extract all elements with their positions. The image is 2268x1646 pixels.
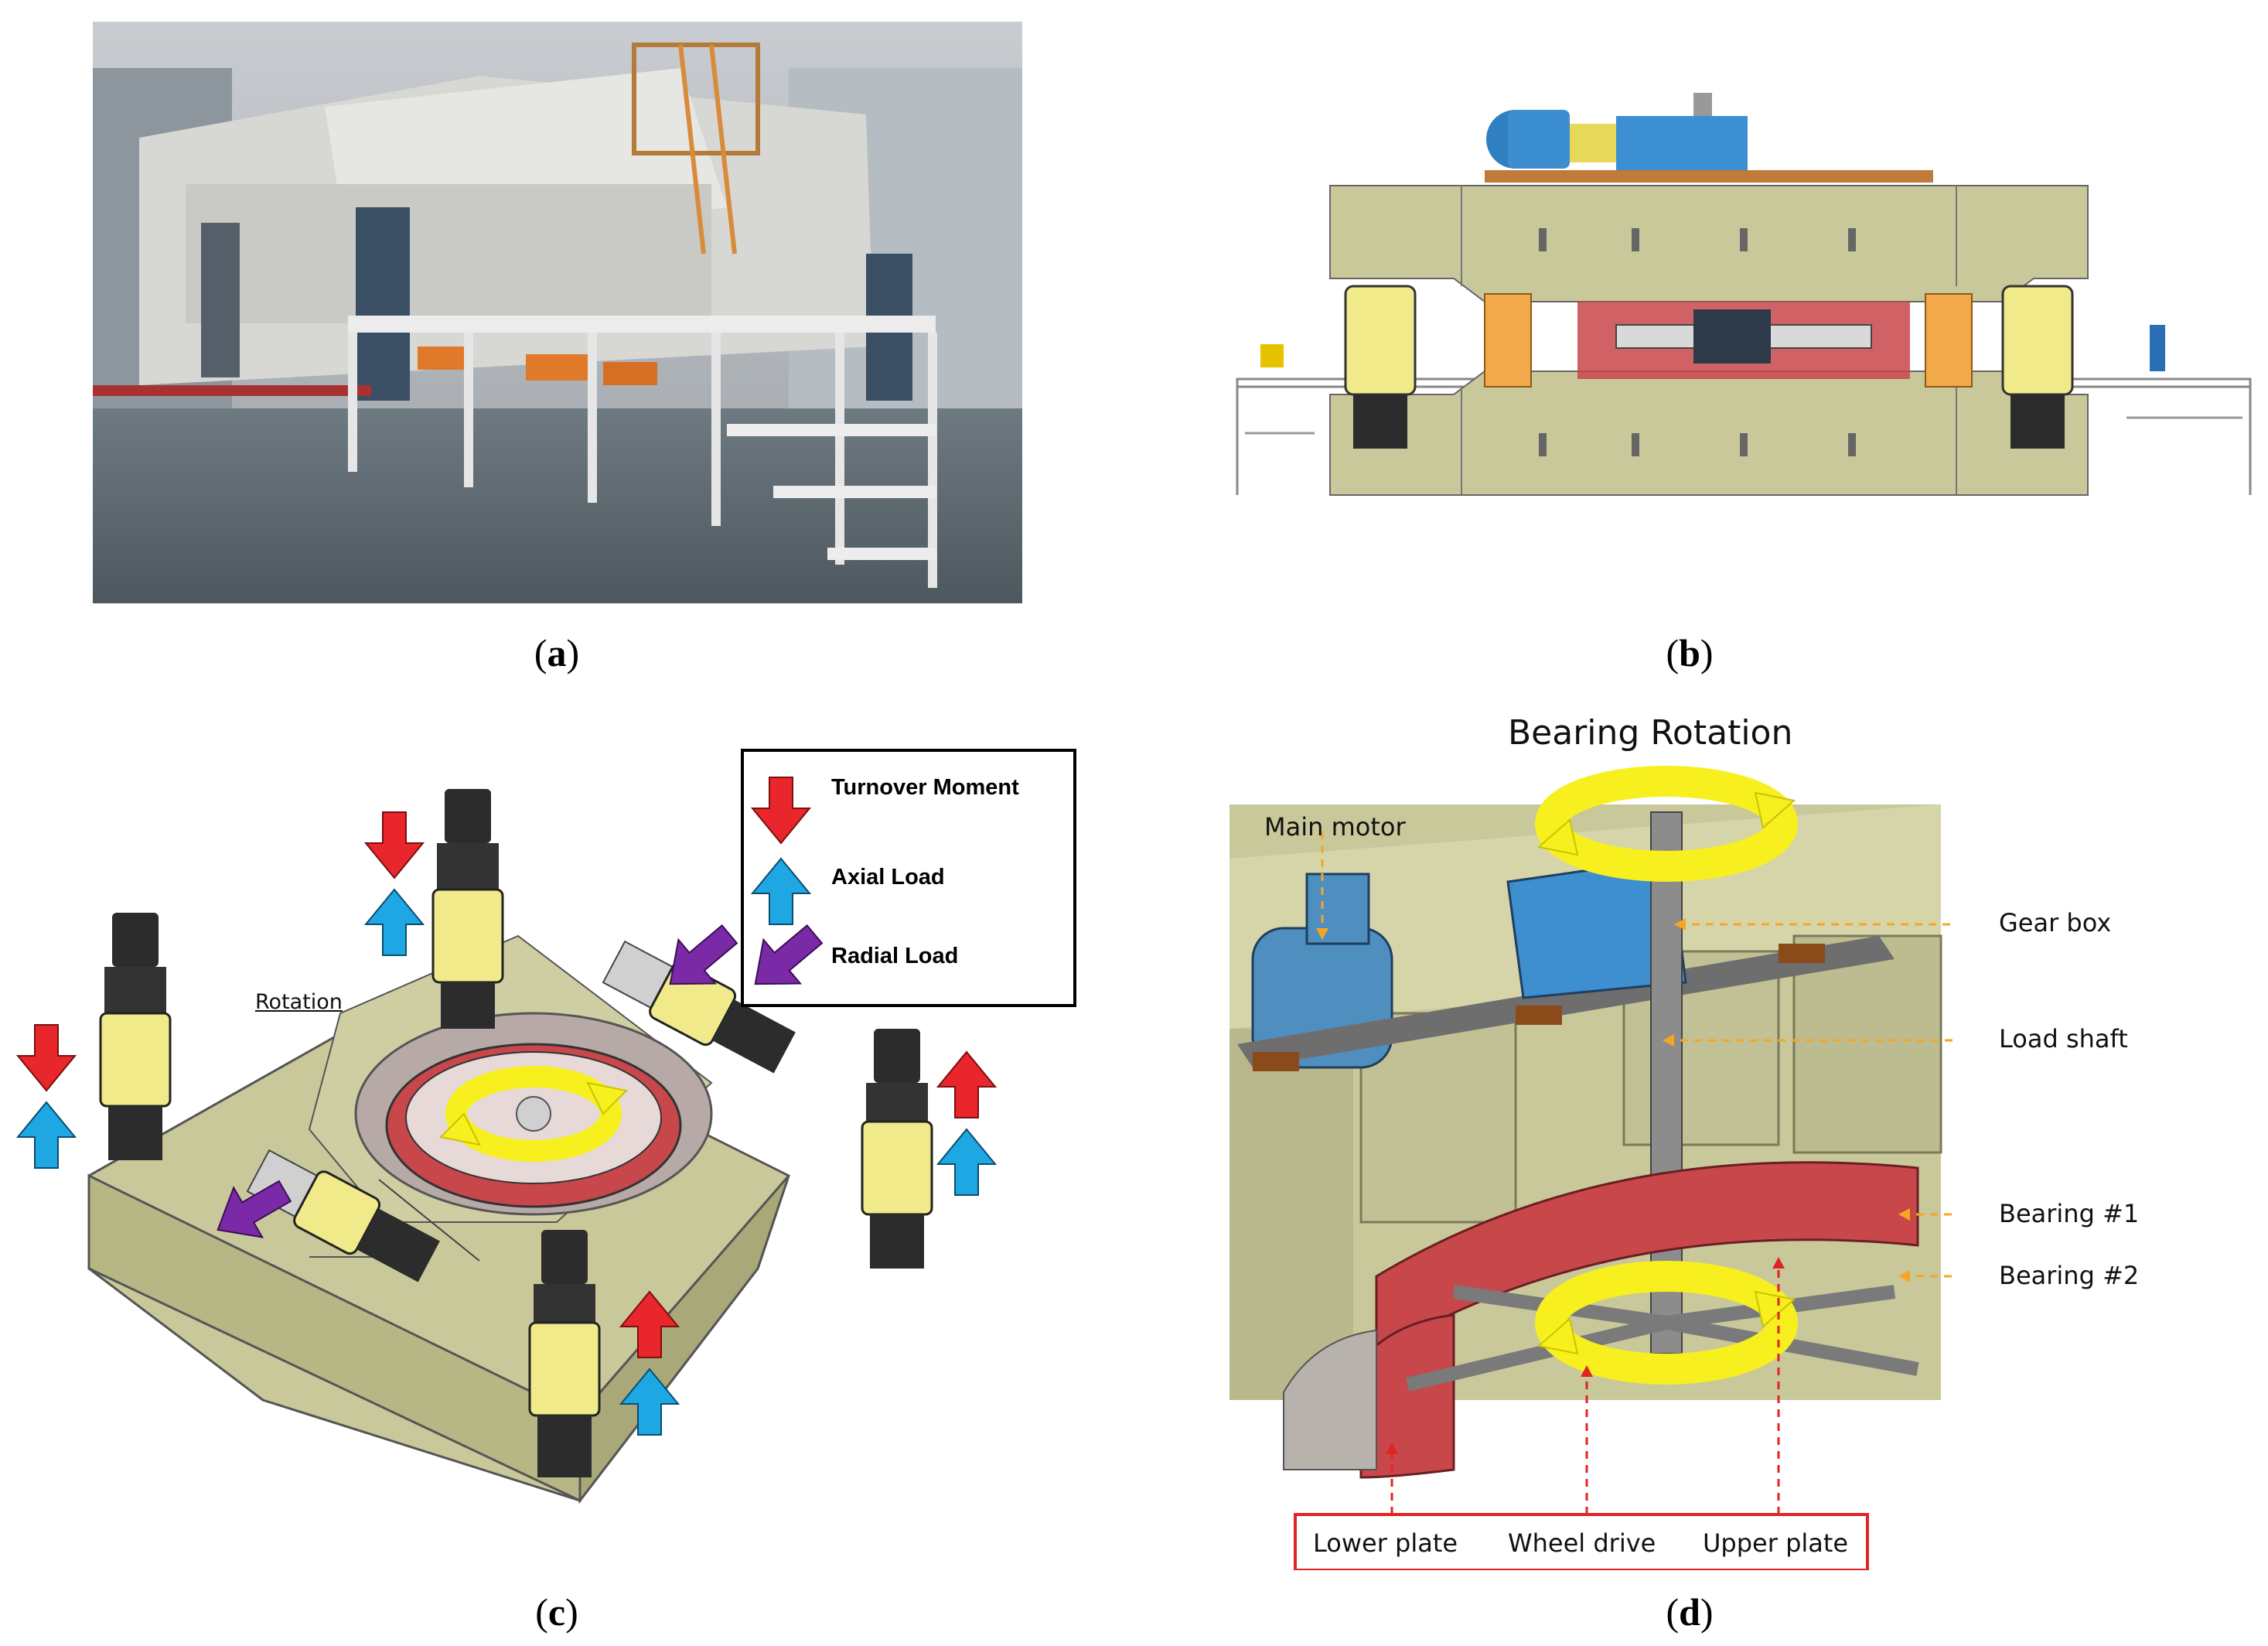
panel-a-photo: [93, 22, 1022, 603]
legend-turnover-icon: [750, 777, 812, 845]
radial-arrow-top: [669, 924, 738, 985]
caption-b-letter: b: [1679, 631, 1700, 674]
caption-c: (c): [535, 1590, 578, 1634]
axial-arrow-bottom: [619, 1368, 680, 1436]
legend-turnover-label: Turnover Moment: [831, 775, 1019, 800]
caption-a: (a): [534, 631, 580, 674]
caption-d-letter: d: [1679, 1590, 1700, 1634]
turnover-arrow-right: [936, 1050, 998, 1118]
panel-c-isometric: Turnover Moment Axial Load Radial Load R…: [15, 743, 1090, 1508]
turnover-arrow-bottom: [619, 1290, 680, 1358]
test-rig-photo: [93, 22, 1022, 603]
axial-arrow-right: [936, 1128, 998, 1196]
legend-radial-icon: [754, 924, 824, 985]
lower-plate-label: Lower plate: [1313, 1528, 1458, 1558]
legend-axial-icon: [750, 857, 812, 925]
caption-d: (d): [1666, 1590, 1714, 1634]
panel-d-cutaway: Bearing Rotation: [1222, 704, 2258, 1570]
wheel-drive-label: Wheel drive: [1508, 1528, 1656, 1558]
main-motor-label: Main motor: [1264, 812, 1406, 842]
bearing2-label: Bearing #2: [1999, 1261, 2140, 1290]
load-shaft-label: Load shaft: [1999, 1024, 2128, 1054]
gear-box-label: Gear box: [1999, 908, 2112, 937]
bearing-rotation-title: Bearing Rotation: [1508, 713, 1793, 753]
bearing-ring-shape: [1375, 1161, 1919, 1356]
caption-b: (b): [1666, 631, 1714, 674]
turnover-arrow-top: [363, 811, 425, 879]
bottom-label-box: [1294, 1513, 1869, 1570]
cutaway-drawing: [1229, 766, 1953, 1570]
axial-arrow-left: [15, 1101, 77, 1169]
turnover-arrow-left: [15, 1024, 77, 1092]
caption-a-letter: a: [547, 631, 567, 674]
rotation-label: Rotation: [255, 990, 343, 1014]
radial-arrow-left: [217, 1180, 292, 1238]
caption-c-letter: c: [547, 1590, 566, 1634]
bearing1-label: Bearing #1: [1999, 1199, 2140, 1228]
axial-arrow-top: [363, 888, 425, 956]
upper-plate-label: Upper plate: [1703, 1528, 1849, 1558]
legend-axial-label: Axial Load: [831, 865, 945, 890]
panel-b-side-view: [1229, 93, 2258, 511]
isometric-drawing: [15, 749, 1076, 1504]
legend-radial-label: Radial Load: [831, 944, 959, 968]
side-view-drawing: [1236, 93, 2252, 496]
